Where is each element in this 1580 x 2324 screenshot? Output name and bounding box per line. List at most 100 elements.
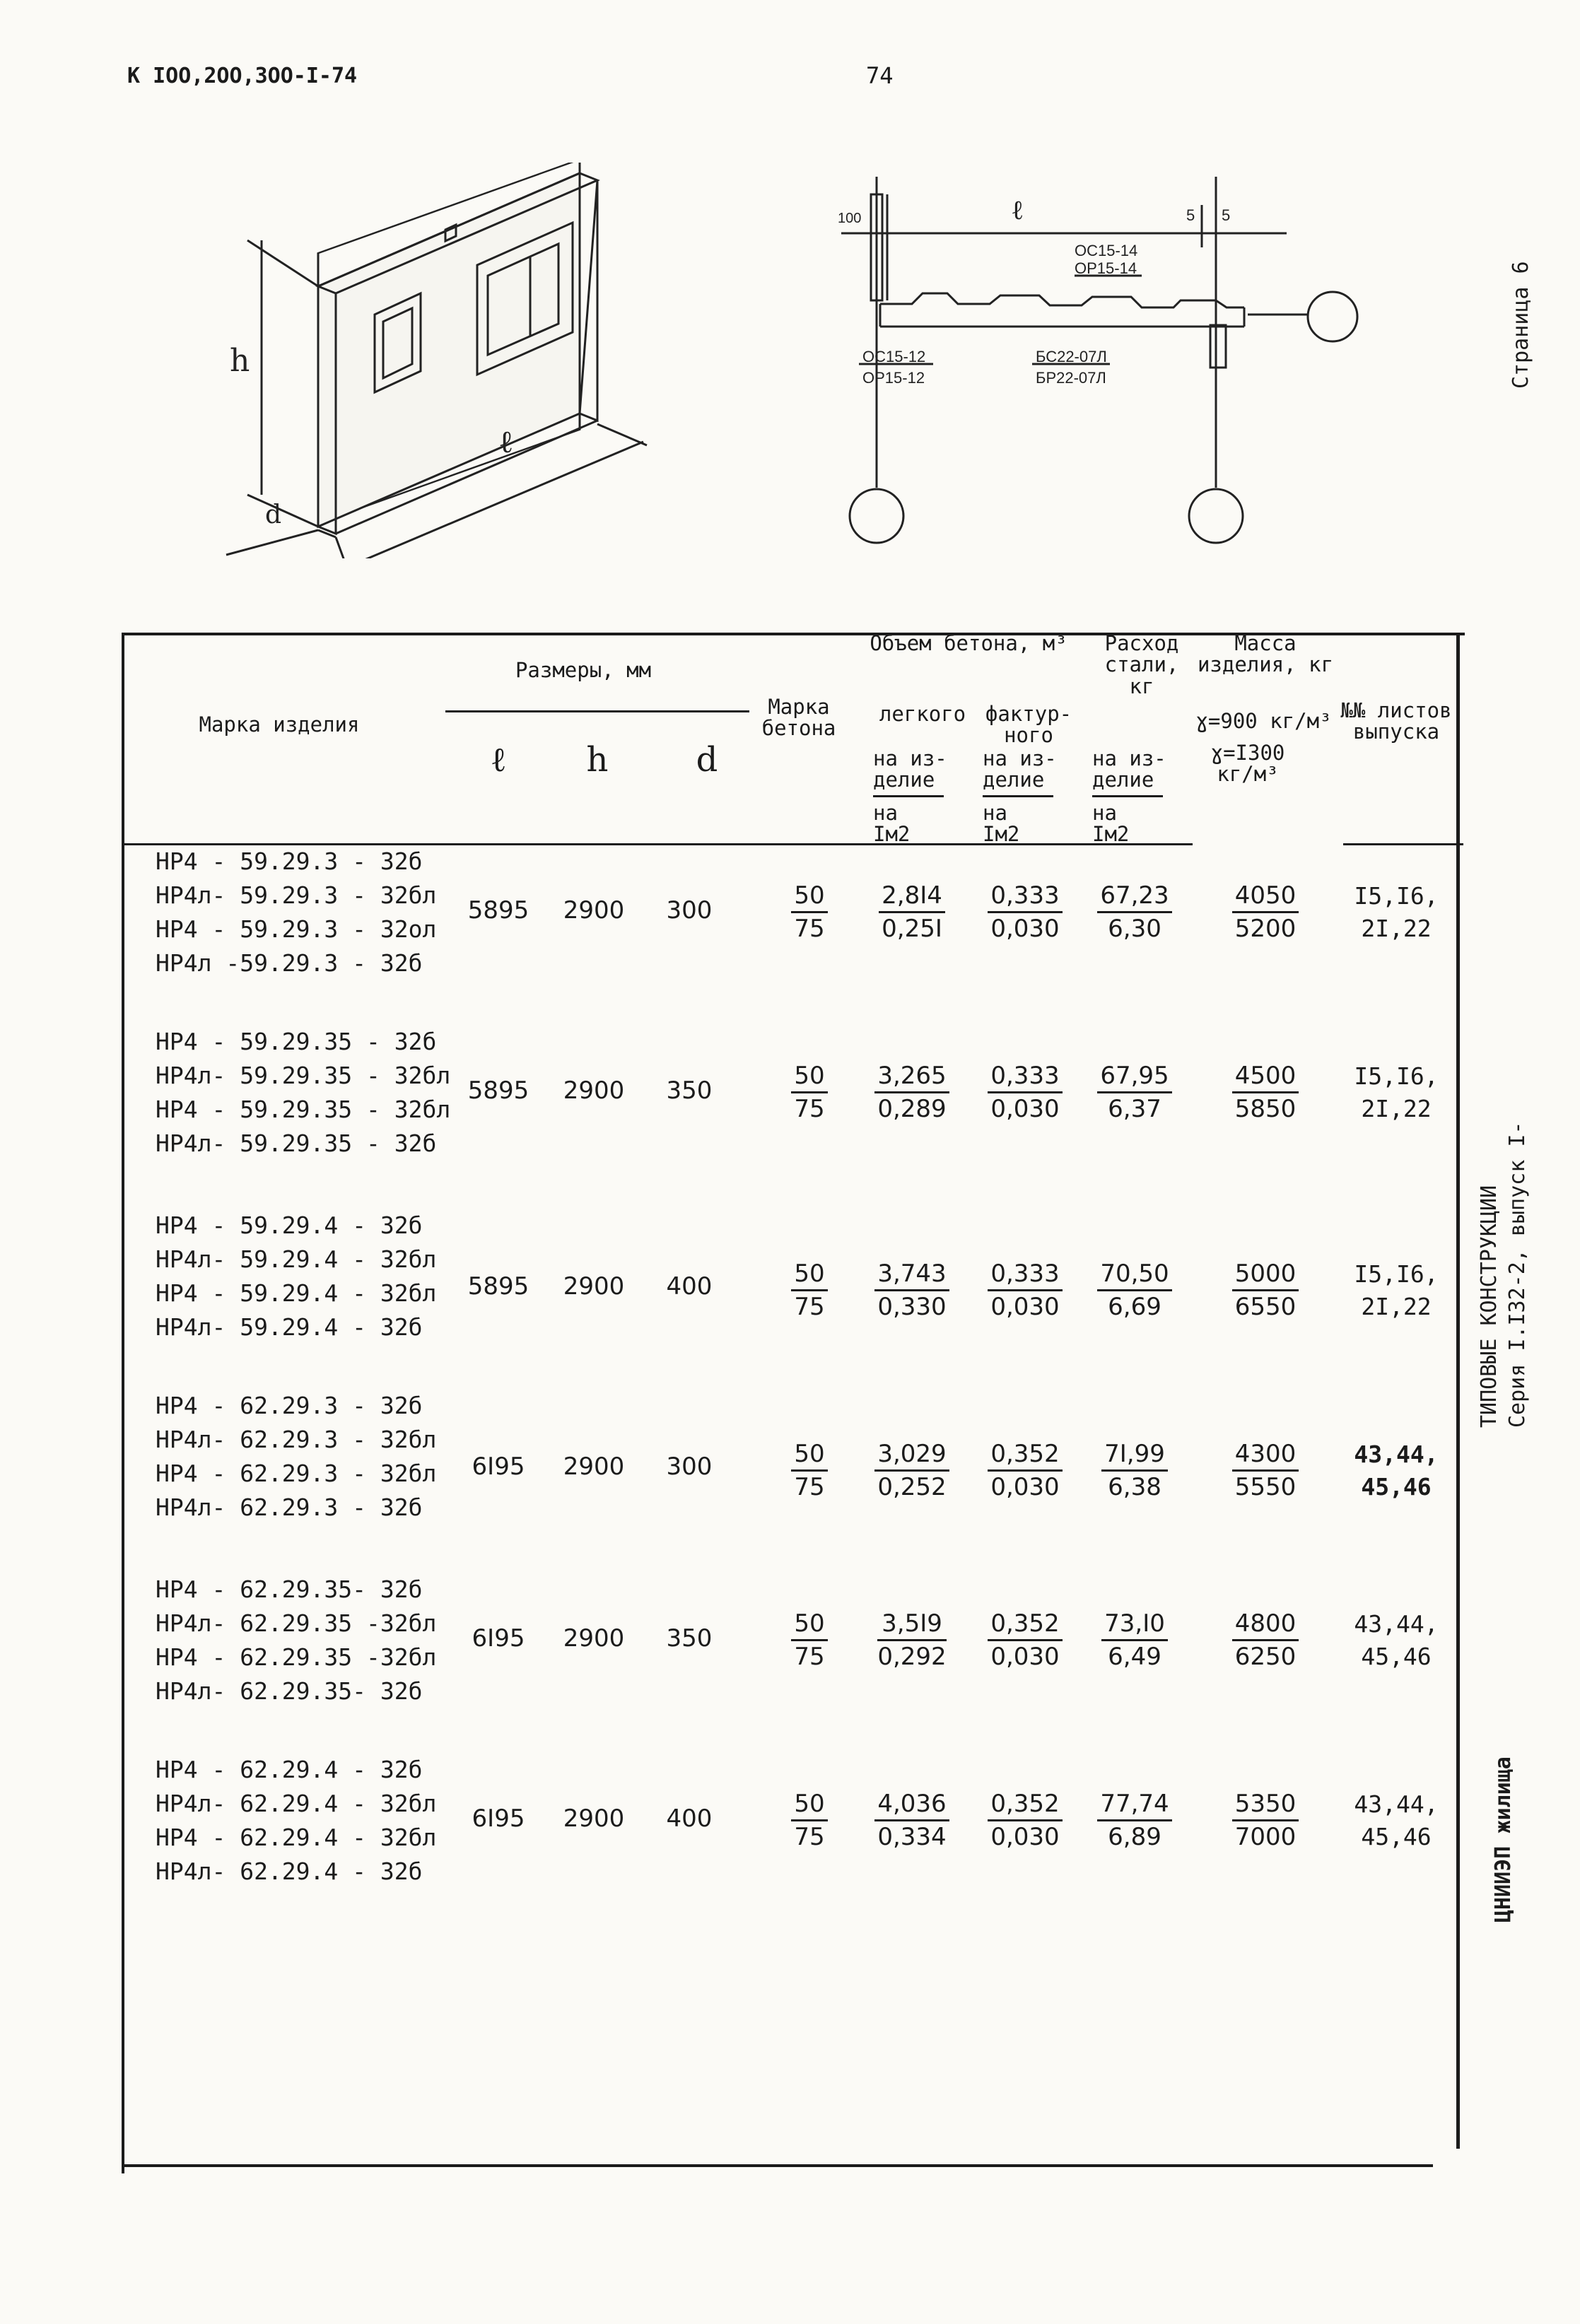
mark-item: НР4л- 62.29.35- 32б bbox=[156, 1677, 423, 1705]
table-header-separator-right bbox=[1343, 843, 1463, 845]
cell-d: 400 bbox=[666, 1272, 713, 1301]
mark-item: НР4 - 59.29.3 - 32б bbox=[156, 847, 423, 875]
dim-5-right: 5 bbox=[1222, 206, 1230, 224]
header-steel-per-item: на из-делие bbox=[1092, 746, 1166, 792]
steel-top: 67,95 bbox=[1097, 1060, 1172, 1093]
cell-l: 6I95 bbox=[472, 1624, 525, 1653]
steel-top: 73,I0 bbox=[1101, 1608, 1168, 1641]
light-top: 3,743 bbox=[874, 1258, 949, 1291]
page-label: Страница 6 bbox=[1509, 261, 1533, 389]
sheets-line2: 2I,22 bbox=[1361, 915, 1432, 942]
table-group: НР4 - 59.29.4 - 32б НР4л- 59.29.4 - 32бл… bbox=[124, 1205, 1453, 1385]
sheets-line1: 43,44, bbox=[1354, 1790, 1439, 1818]
mass-top: 5350 bbox=[1231, 1788, 1299, 1821]
facing-top: 0,352 bbox=[988, 1788, 1063, 1821]
sheets-line2: 45,46 bbox=[1361, 1473, 1432, 1501]
cell-d: 350 bbox=[666, 1076, 713, 1105]
dims-underline bbox=[445, 710, 749, 712]
mark-item: НР4 - 62.29.3 - 32бл bbox=[156, 1460, 437, 1487]
institute-name: ЦНИИЭП жилища bbox=[1491, 1756, 1516, 1923]
mark-item: НР4 - 62.29.3 - 32б bbox=[156, 1392, 423, 1419]
light-bottom: 0,334 bbox=[877, 1823, 947, 1851]
mass-bottom: 5550 bbox=[1234, 1473, 1297, 1501]
light-bottom: 0,252 bbox=[877, 1473, 947, 1501]
dim-l-label: ℓ bbox=[1011, 194, 1024, 225]
grade-top: 50 bbox=[791, 1788, 828, 1821]
header-light-per-m2: на Iм2 bbox=[873, 801, 911, 847]
sheets-line1: 43,44, bbox=[1354, 1610, 1439, 1638]
cell-d: 350 bbox=[666, 1624, 713, 1653]
label-op-top: ОР15-14 bbox=[1075, 259, 1137, 277]
light-bottom: 0,292 bbox=[877, 1643, 947, 1671]
sheets-line2: 2I,22 bbox=[1361, 1095, 1432, 1122]
mass-bottom: 5200 bbox=[1234, 915, 1297, 943]
cell-l: 5895 bbox=[467, 896, 529, 925]
mark-item: НР4 - 59.29.35 - 32бл bbox=[156, 1096, 451, 1123]
facing-bottom: 0,030 bbox=[990, 1643, 1060, 1671]
page-number: 74 bbox=[866, 62, 894, 89]
frac-line-light bbox=[873, 795, 944, 797]
table-right-border bbox=[1456, 633, 1460, 2149]
header-concrete-grade: Марка бетона bbox=[761, 695, 836, 741]
grade-bottom: 75 bbox=[794, 1473, 825, 1501]
frac-line-steel bbox=[1092, 795, 1163, 797]
light-top: 4,036 bbox=[874, 1788, 949, 1821]
cell-h: 2900 bbox=[563, 1452, 625, 1481]
series-line: Серия I.I32-2, выпуск I- bbox=[1505, 1121, 1530, 1428]
cell-h: 2900 bbox=[563, 1272, 625, 1301]
grade-bottom: 75 bbox=[794, 1293, 825, 1321]
d-label: d bbox=[265, 500, 281, 529]
grade-bottom: 75 bbox=[794, 915, 825, 943]
grade-top: 50 bbox=[791, 1258, 828, 1291]
light-bottom: 0,289 bbox=[877, 1095, 947, 1123]
mark-item: НР4л- 62.29.4 - 32бл bbox=[156, 1790, 437, 1817]
mass-top: 4500 bbox=[1231, 1060, 1299, 1093]
mark-item: НР4 - 59.29.4 - 32бл bbox=[156, 1279, 437, 1307]
facing-bottom: 0,030 bbox=[990, 1095, 1060, 1123]
mass-bottom: 7000 bbox=[1234, 1823, 1297, 1851]
light-top: 3,5I9 bbox=[877, 1608, 947, 1641]
mark-item: НР4 - 59.29.35 - 32б bbox=[156, 1028, 437, 1055]
cell-h: 2900 bbox=[563, 1624, 625, 1653]
mass-bottom: 5850 bbox=[1234, 1095, 1297, 1123]
sheets-line1: I5,I6, bbox=[1354, 882, 1439, 910]
table-group: НР4 - 62.29.35- 32б НР4л- 62.29.35 -32бл… bbox=[124, 1569, 1453, 1749]
l-label: ℓ bbox=[498, 424, 513, 460]
light-bottom: 0,25I bbox=[882, 915, 942, 943]
mass-bottom: 6550 bbox=[1234, 1293, 1297, 1321]
mark-item: НР4л- 59.29.4 - 32бл bbox=[156, 1245, 437, 1273]
steel-top: 67,23 bbox=[1097, 880, 1172, 913]
mark-item: НР4 - 62.29.4 - 32б bbox=[156, 1756, 423, 1783]
label-bc: БС22-07Л bbox=[1036, 348, 1107, 365]
table-left-border bbox=[122, 633, 124, 2173]
steel-bottom: 6,37 bbox=[1108, 1095, 1161, 1123]
cell-h: 2900 bbox=[563, 1804, 625, 1833]
cell-h: 2900 bbox=[563, 1076, 625, 1105]
cell-h: 2900 bbox=[563, 896, 625, 925]
steel-top: 77,74 bbox=[1097, 1788, 1172, 1821]
sheets-line1: I5,I6, bbox=[1354, 1260, 1439, 1288]
header-density-900: ɣ=900 кг/м³ bbox=[1195, 709, 1332, 733]
mark-item: НР4 - 62.29.35 -32бл bbox=[156, 1643, 437, 1671]
table-group: НР4 - 62.29.3 - 32б НР4л- 62.29.3 - 32бл… bbox=[124, 1385, 1453, 1566]
steel-top: 70,50 bbox=[1097, 1258, 1172, 1291]
steel-bottom: 6,69 bbox=[1108, 1293, 1161, 1321]
mark-item: НР4л- 62.29.35 -32бл bbox=[156, 1609, 437, 1637]
facing-top: 0,333 bbox=[988, 880, 1063, 913]
cell-l: 6I95 bbox=[472, 1804, 525, 1833]
grade-top: 50 bbox=[791, 1438, 828, 1472]
label-oc-top: ОС15-14 bbox=[1075, 242, 1137, 259]
grade-top: 50 bbox=[791, 880, 828, 913]
light-top: 3,265 bbox=[874, 1060, 949, 1093]
mark-item: НР4 - 62.29.4 - 32бл bbox=[156, 1824, 437, 1851]
header-mark: Марка изделия bbox=[199, 712, 360, 736]
steel-bottom: 6,89 bbox=[1108, 1823, 1161, 1851]
mass-top: 4050 bbox=[1231, 880, 1299, 913]
facing-bottom: 0,030 bbox=[990, 915, 1060, 943]
table-bottom-border bbox=[122, 2164, 1433, 2167]
header-mass: Масса изделия, кг bbox=[1197, 631, 1334, 677]
mark-item: НР4л- 62.29.3 - 32б bbox=[156, 1493, 423, 1521]
header-volume: Объем бетона, м³ bbox=[870, 631, 1067, 655]
grade-top: 50 bbox=[791, 1060, 828, 1093]
sheets-line2: 45,46 bbox=[1361, 1643, 1432, 1670]
